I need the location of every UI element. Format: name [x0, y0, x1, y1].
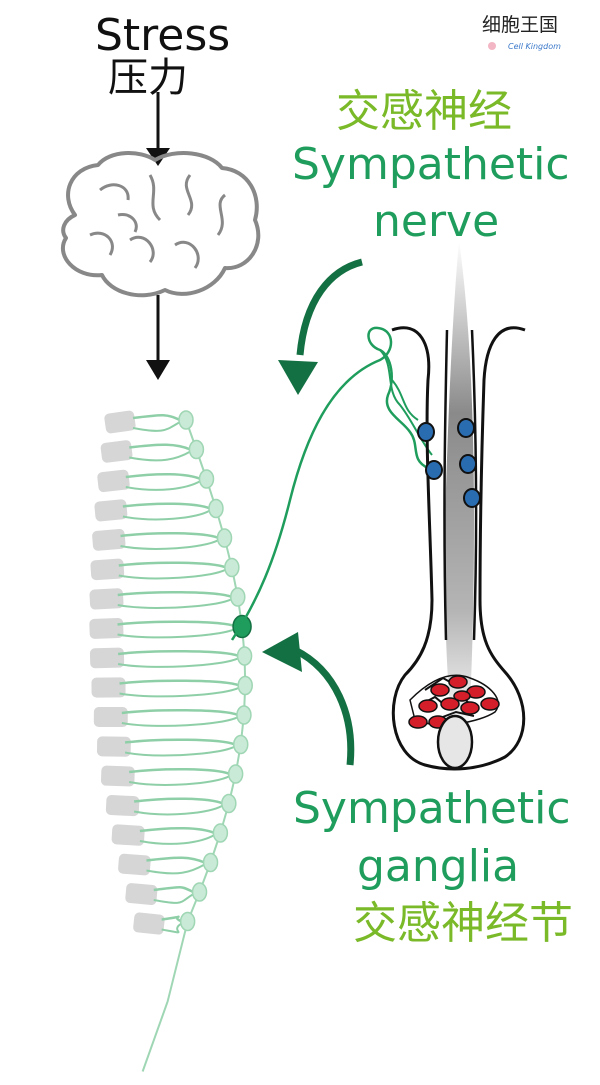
spinal-nerve-root [153, 893, 195, 904]
ganglion [237, 675, 253, 696]
spinal-nerve-root [132, 414, 181, 422]
spinal-nerve-root [117, 620, 237, 628]
spinal-nerve-root [121, 708, 239, 717]
spinal-nerve-root [118, 568, 227, 580]
brain-to-spine-arrow [146, 295, 170, 380]
spinal-nerve-root [146, 856, 206, 864]
spinal-nerve-root [122, 502, 211, 510]
spinal-nerve-root [129, 450, 191, 462]
sympathetic-ganglia-label-line1: Sympathetic [293, 783, 571, 834]
spinal-nerve-root [119, 679, 240, 687]
ganglion [178, 410, 194, 430]
spinal-nerve-root [125, 472, 201, 481]
sympathetic-nerve-label-zh: 交感神经 [336, 86, 512, 137]
spinal-nerve-root [121, 716, 239, 727]
ganglion [216, 528, 233, 548]
spinal-nerve-root [117, 598, 233, 609]
ganglion [179, 911, 196, 932]
spinal-nerve-root [120, 539, 219, 550]
ganglion [236, 705, 252, 725]
vertebra [90, 558, 125, 581]
vertebra [111, 824, 145, 846]
spinal-nerve-root [133, 797, 224, 805]
ganglion [224, 557, 240, 578]
spinal-nerve-root [119, 686, 240, 698]
spinal-nerve-root [139, 826, 215, 835]
spinal-nerve-root [117, 657, 240, 668]
vertebra [89, 617, 124, 639]
vertebra [94, 499, 128, 522]
spinal-nerve-root [132, 421, 181, 432]
ganglion [230, 587, 246, 607]
spinal-nerve-root [128, 767, 231, 776]
sympathetic-nerve-label-line2: nerve [373, 196, 500, 247]
stress-label-zh: 压力 [108, 55, 188, 101]
spinal-nerve-root [122, 509, 211, 521]
ganglion [236, 646, 253, 666]
vertebra [104, 410, 136, 434]
sympathetic-nerve-label-line1: Sympathetic [292, 139, 570, 190]
ganglion [212, 823, 229, 843]
spinal-nerve-root [161, 922, 183, 934]
watermark-logo-subtitle: Cell Kingdom [508, 42, 561, 51]
spinal-nerve-root [125, 480, 202, 491]
spinal-nerve-root [120, 531, 219, 540]
watermark-dot [488, 42, 496, 50]
vertebra [100, 765, 135, 787]
vertebra [89, 647, 125, 669]
vertebra [118, 853, 151, 876]
stress-label: Stress [95, 10, 231, 61]
watermark-logo-title: 细胞王国 [482, 14, 559, 36]
spinal-nerve-root [128, 775, 231, 786]
dermal-papilla [436, 714, 474, 770]
spinal-nerve-root [124, 738, 236, 746]
sympathetic-ganglia-label-zh: 交感神经节 [353, 898, 573, 949]
vertebra [97, 469, 130, 493]
curved-arrow-icon [278, 258, 363, 395]
spinal-nerve-root [118, 561, 227, 569]
vertebra [133, 912, 165, 935]
ganglion [221, 793, 237, 814]
ganglion [191, 882, 208, 902]
vertebra [93, 706, 128, 728]
spinal-nerve-root [129, 443, 191, 451]
spinal-nerve-root [146, 863, 206, 875]
vertebra [105, 795, 140, 817]
vertebra [96, 736, 131, 757]
spinal-nerve-root [153, 886, 195, 894]
ganglion [202, 852, 219, 873]
vertebra [89, 588, 124, 610]
spinal-nerve-root [117, 627, 237, 639]
ganglion [188, 439, 205, 460]
ganglion [227, 764, 244, 784]
vertebra [92, 528, 126, 551]
spinal-nerve-root [117, 590, 233, 599]
red-melanocytes [408, 674, 500, 729]
hair-follicle-icon [391, 240, 526, 771]
spine-icon [89, 410, 253, 1072]
spinal-nerve-root [117, 649, 240, 658]
spinal-nerve-root [124, 745, 236, 757]
spinal-nerve-root [161, 915, 183, 923]
ganglion [198, 469, 215, 489]
spinal-nerve-root [133, 804, 224, 816]
vertebra [100, 440, 133, 463]
ganglion [232, 734, 249, 755]
vertebra [125, 883, 158, 905]
brain-icon [61, 151, 261, 298]
vertebra [91, 677, 126, 698]
curved-arrow-icon [262, 632, 355, 766]
sympathetic-chain [141, 419, 247, 1072]
ganglion [208, 498, 224, 519]
sympathetic-ganglia-label-line2: ganglia [357, 841, 520, 892]
spinal-nerve-root [139, 834, 215, 845]
sympathetic-nerve-fiber [230, 326, 429, 641]
blue-stem-cells [417, 418, 481, 508]
